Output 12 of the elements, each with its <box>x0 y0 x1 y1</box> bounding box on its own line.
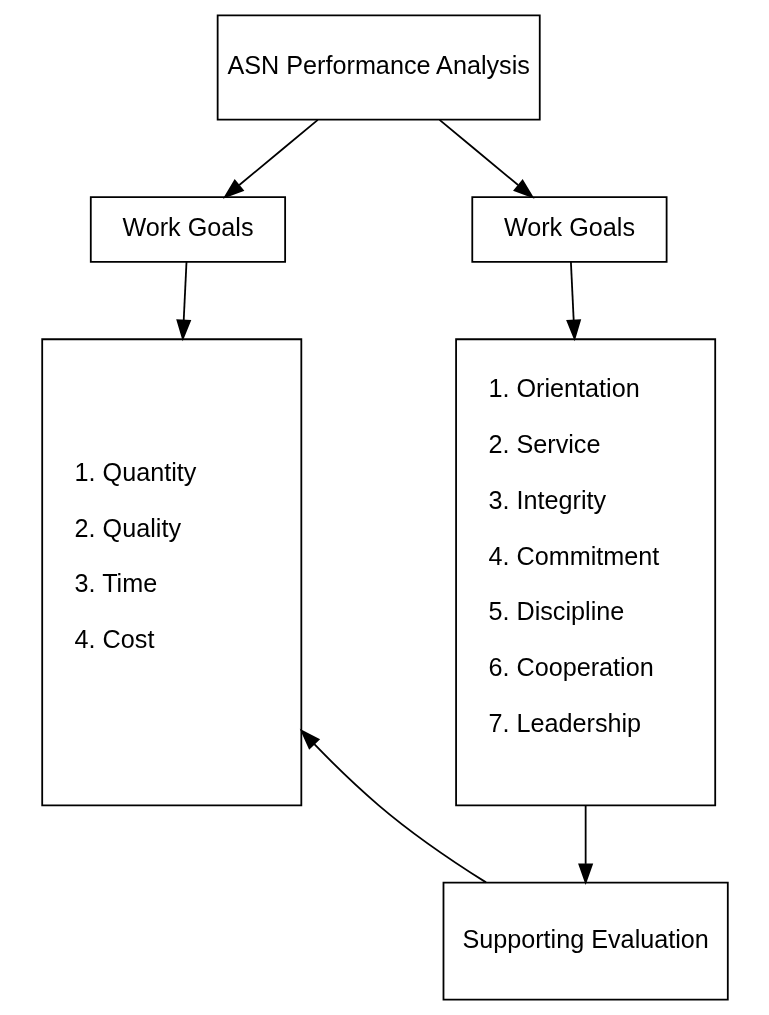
arrow <box>299 728 487 884</box>
node-box: Work Goals <box>470 196 667 263</box>
arrow <box>577 804 593 886</box>
arrow <box>565 261 581 342</box>
node-box: ASN Performance Analysis <box>216 14 541 121</box>
node-box: 1. Orientation 2. Service 3. Integrity 4. Commitment 5. Discipline 6. Cooperation 7. Leadership <box>454 338 716 807</box>
arrow <box>438 118 534 199</box>
node-box: 1. Quantity 2. Quality 3. Time 4. Cost <box>40 338 302 807</box>
arrow <box>222 118 319 199</box>
node-box: Supporting Evaluation <box>442 881 729 1001</box>
node-box: Work Goals <box>89 196 286 263</box>
arrow <box>175 261 191 342</box>
